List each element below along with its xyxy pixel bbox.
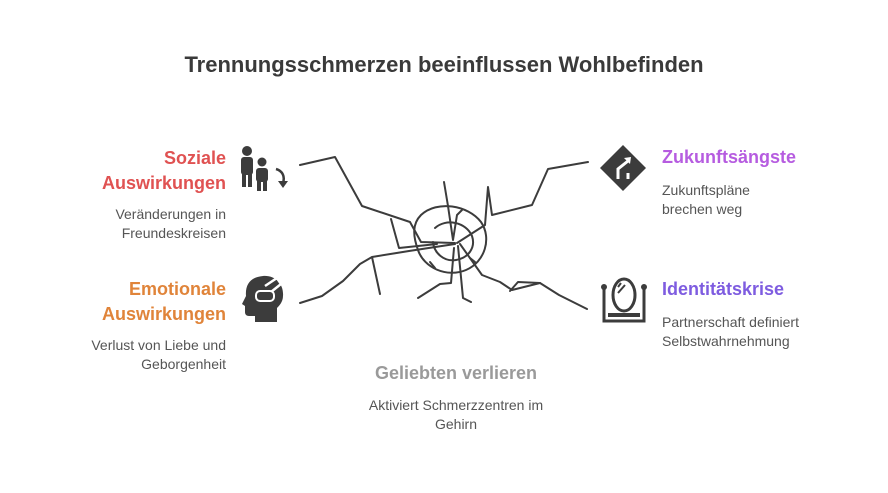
diagram-title: Trennungsschmerzen beeinflussen Wohlbefi… [184, 52, 704, 77]
center-heading-line1: Geliebten verlieren [374, 363, 538, 383]
crack-center-tick2 [429, 261, 436, 269]
crack-ring-outer [413, 205, 488, 274]
social-desc-line1: Veränderungen in [115, 206, 226, 222]
crack-right [459, 243, 588, 310]
emotional-description: Verlust von Liebe und Geborgenheit [20, 336, 226, 374]
identity-description: Partnerschaft definiert Selbstwahrnehmun… [662, 313, 872, 351]
identity-desc-line2: Selbstwahrnehmung [662, 333, 790, 349]
future-description: Zukunftspläne brechen weg [662, 181, 872, 219]
emotional-desc-line2: Geborgenheit [141, 356, 226, 372]
crack-bottom-left [417, 247, 455, 299]
center-desc-line1: Aktiviert Schmerzzentren im [368, 397, 544, 413]
center-description: Aktiviert Schmerzzentren im Gehirn [306, 396, 606, 434]
center-desc-line2: Gehirn [434, 416, 478, 432]
crack-center-tick [469, 257, 476, 263]
crack-left-lower [299, 243, 456, 304]
crack-top-left [299, 156, 456, 244]
identity-heading-line1: Identitätskrise [662, 279, 785, 299]
future-heading: Zukunftsängste [662, 145, 872, 170]
social-heading-line1: Soziale [163, 148, 226, 168]
road-sign-icon [600, 145, 646, 191]
crack-left-upper [390, 218, 438, 249]
crack-top-right [456, 161, 589, 244]
head-hand-icon [242, 275, 284, 322]
crack-right-end [509, 281, 541, 292]
emotional-heading: Emotionale Auswirkungen [60, 277, 226, 327]
emotional-desc-line1: Verlust von Liebe und [91, 337, 226, 353]
mirror-icon [601, 277, 647, 323]
future-desc-line1: Zukunftspläne [662, 182, 750, 198]
identity-desc-line1: Partnerschaft definiert [662, 314, 799, 330]
center-heading: Geliebten verlieren [306, 361, 606, 386]
people-icon [241, 146, 288, 191]
emotional-heading-line2: Auswirkungen [101, 304, 226, 324]
social-heading: Soziale Auswirkungen [60, 146, 226, 196]
social-description: Veränderungen in Freundeskreisen [30, 205, 226, 243]
social-desc-line2: Freundeskreisen [121, 225, 226, 241]
future-desc-line2: brechen weg [662, 201, 743, 217]
future-heading-line1: Zukunftsängste [662, 147, 797, 167]
social-heading-line2: Auswirkungen [101, 173, 226, 193]
crack-top [443, 181, 463, 241]
crack-bottom [457, 245, 472, 303]
emotional-heading-line1: Emotionale [128, 279, 226, 299]
identity-heading: Identitätskrise [662, 277, 872, 302]
